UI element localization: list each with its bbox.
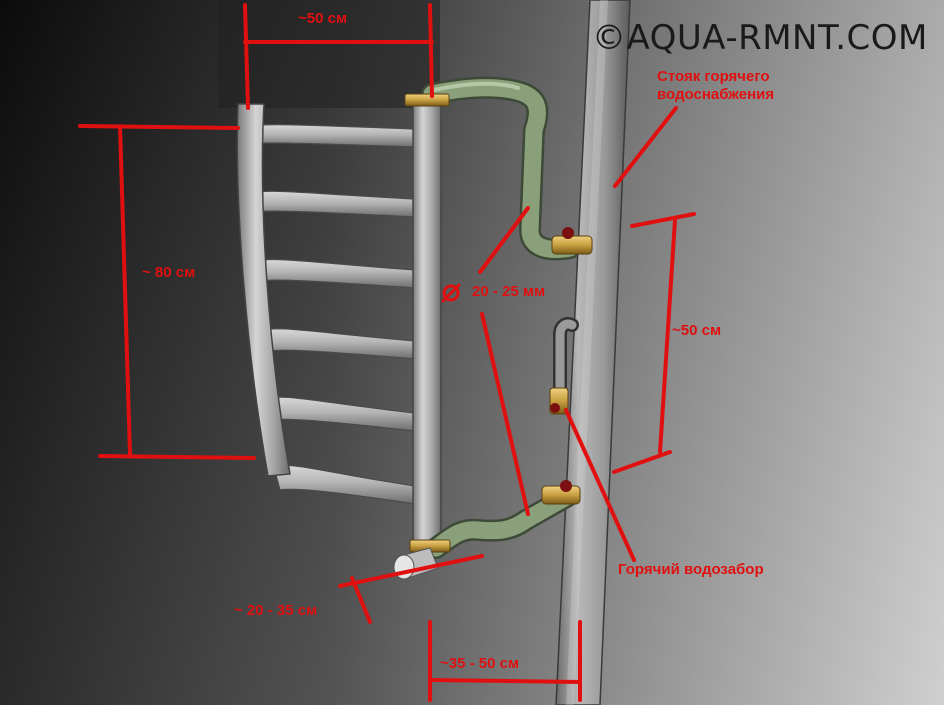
right-stile bbox=[412, 94, 442, 549]
dim-riser-offset bbox=[428, 678, 582, 684]
note-riser-line2: водоснабжения bbox=[657, 86, 775, 103]
dim-spacing-bottom-ext bbox=[612, 450, 672, 474]
top-shutoff-valve bbox=[551, 227, 593, 255]
label-height: ~ 80 см bbox=[142, 264, 196, 281]
leader-diameter-bottom bbox=[480, 312, 530, 516]
top-shadow-panel bbox=[218, 0, 440, 108]
left-stile bbox=[236, 103, 291, 477]
label-riser-spacing: ~50 см bbox=[672, 322, 722, 339]
hot-water-riser bbox=[555, 0, 631, 705]
leader-riser bbox=[613, 106, 678, 188]
dim-offset-ext bbox=[350, 576, 372, 624]
dim-offset-line bbox=[338, 554, 484, 588]
dim-top-left-ext bbox=[243, 3, 250, 110]
top-connector-pipe bbox=[421, 76, 581, 261]
dim-height-top-ext bbox=[78, 124, 240, 130]
dim-top-right-ext bbox=[428, 3, 434, 98]
dim-spacing-top-ext bbox=[630, 212, 696, 228]
label-diameter: 20 - 25 мм bbox=[472, 283, 546, 300]
watermark-text: ©AQUA-RMNT.COM bbox=[592, 18, 928, 58]
dim-height bbox=[118, 124, 132, 456]
note-riser-line1: Стояк горячего bbox=[657, 68, 770, 85]
diameter-symbol bbox=[442, 284, 460, 302]
towel-rail-rungs bbox=[245, 124, 416, 505]
diameter-slash bbox=[441, 283, 461, 303]
leader-diameter-top bbox=[478, 206, 530, 274]
top-coupling bbox=[404, 93, 450, 107]
label-top-width: ~50 см bbox=[298, 10, 348, 27]
dim-height-bottom-ext bbox=[98, 454, 256, 460]
dim-spacing bbox=[658, 218, 677, 454]
bottom-connector-pipe bbox=[425, 480, 581, 559]
leader-hot-intake bbox=[564, 408, 636, 562]
note-hot-intake: Горячий водозабор bbox=[618, 561, 764, 578]
note-riser: Стояк горячего водоснабжения bbox=[657, 68, 774, 104]
dimension-lines bbox=[78, 3, 696, 702]
hot-intake-fitting bbox=[549, 317, 579, 415]
label-wall-offset: ~ 20 - 35 см bbox=[234, 602, 318, 619]
label-riser-offset: ~35 - 50 см bbox=[440, 655, 520, 672]
